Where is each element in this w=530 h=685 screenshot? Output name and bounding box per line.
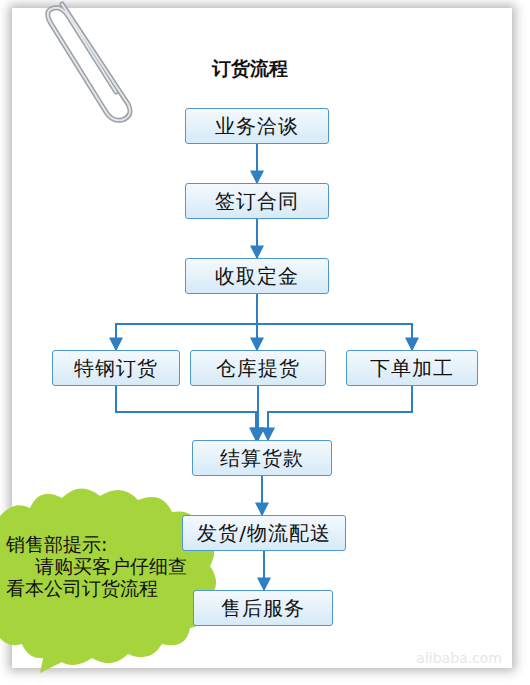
process-box: 发货/物流配送: [182, 515, 346, 551]
box-text: 发货/物流配送: [197, 520, 331, 547]
flow-arrow: [257, 294, 412, 350]
process-box: 签订合同: [185, 183, 329, 219]
note-heading: 销售部提示:: [6, 534, 190, 556]
process-box: 特钢订货: [52, 350, 180, 386]
flow-arrow: [257, 386, 259, 440]
process-box: 收取定金: [185, 258, 329, 294]
watermark: alibaba.com: [416, 650, 502, 666]
speech-bubble: 销售部提示:请购买客户仔细查看本公司订货流程: [0, 478, 222, 673]
box-text: 结算货款: [220, 445, 304, 472]
process-box: 仓库提货: [190, 350, 326, 386]
box-text: 仓库提货: [216, 355, 300, 382]
flow-arrow: [261, 476, 263, 515]
box-text: 下单加工: [370, 355, 454, 382]
flow-arrow: [116, 294, 257, 350]
process-box: 业务洽谈: [185, 108, 329, 144]
flow-arrow: [268, 386, 412, 440]
flow-arrow: [263, 551, 265, 590]
process-box: 结算货款: [192, 440, 332, 476]
box-text: 收取定金: [215, 263, 299, 290]
note-body: 请购买客户仔细查看本公司订货流程: [6, 556, 190, 600]
process-box: 下单加工: [346, 350, 478, 386]
flow-arrow: [116, 386, 256, 440]
flow-arrow: [256, 219, 258, 258]
process-box: 售后服务: [193, 590, 333, 626]
box-text: 特钢订货: [74, 355, 158, 382]
box-text: 签订合同: [215, 188, 299, 215]
box-text: 业务洽谈: [215, 113, 299, 140]
flow-arrow: [256, 144, 258, 183]
box-text: 售后服务: [221, 595, 305, 622]
paperclip: [0, 0, 140, 130]
